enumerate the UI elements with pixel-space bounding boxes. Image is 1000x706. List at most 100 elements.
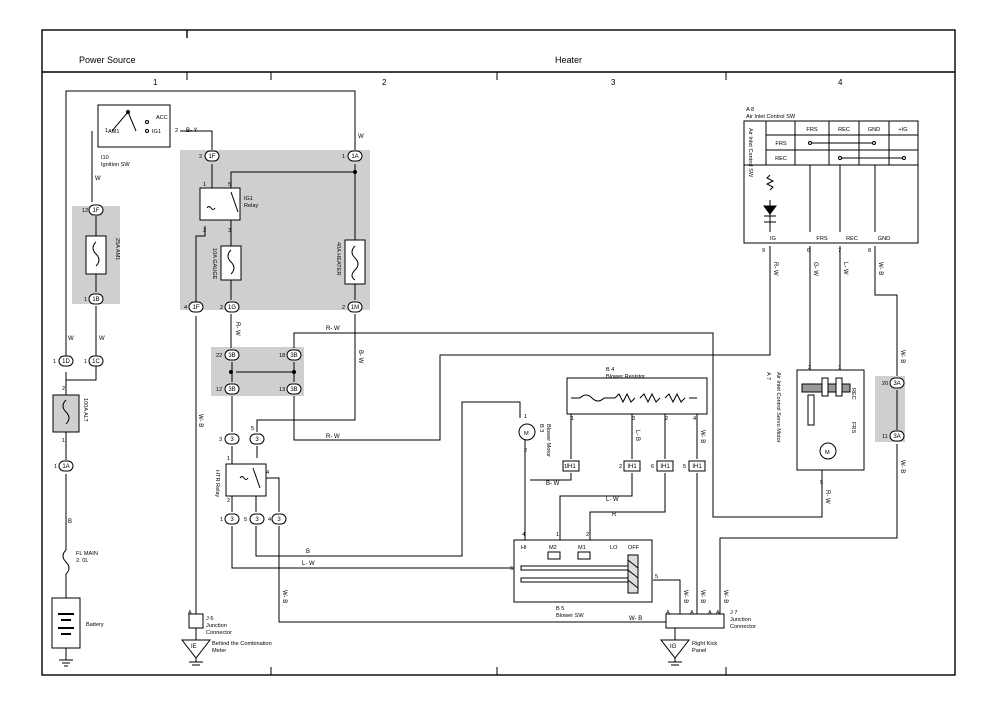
wire-label: W- B — [899, 350, 905, 363]
servo-name: Air Inlet Control Servo Motor — [775, 372, 781, 443]
wire-label: W- B — [629, 616, 642, 622]
blower-motor-m: M — [524, 431, 529, 437]
wire-label: R- W — [824, 490, 830, 504]
svg-text:A: A — [188, 610, 192, 616]
svg-text:20: 20 — [882, 381, 888, 387]
resistor-name: Blower Resistor — [606, 374, 645, 380]
ground-ie-code: IE — [191, 644, 197, 650]
svg-text:1: 1 — [84, 297, 87, 303]
wire-label: L- W — [606, 497, 619, 503]
switch-terminal: REC — [846, 236, 858, 242]
air-inlet-control-switch — [743, 120, 919, 244]
wire-label: G- W — [812, 262, 818, 276]
wire-color-labels: B- Y W W W W B R- W R- W R- W B- W W- B … — [68, 128, 905, 622]
htr-relay-label: HTR Relay — [214, 470, 220, 498]
connector-label: 1F — [92, 208, 99, 214]
fuse-elements — [62, 191, 359, 575]
air-inlet-table: FRS REC GND +IG FRS REC IG FRS REC GND — [770, 127, 908, 242]
svg-text:1: 1 — [203, 182, 206, 188]
connector-label: 1A — [62, 464, 69, 470]
air-inlet-code: A 8 — [746, 107, 754, 113]
battery-label: Battery — [86, 622, 104, 628]
ground-ig-name: Right Kick — [692, 641, 717, 647]
svg-text:1: 1 — [524, 414, 527, 420]
servo-motor-m: M — [825, 450, 830, 456]
svg-text:2: 2 — [199, 154, 202, 160]
svg-text:6: 6 — [807, 248, 810, 254]
header-heater: Heater — [555, 55, 582, 65]
svg-text:4: 4 — [266, 470, 269, 476]
blower-switch — [513, 539, 653, 603]
blower-resistor — [566, 377, 708, 415]
wire-label: B- W — [357, 350, 363, 364]
svg-text:22: 22 — [216, 353, 222, 359]
j6-name-2: Connector — [206, 630, 232, 636]
header-power-source: Power Source — [79, 55, 136, 65]
ignition-code: I10 — [101, 155, 109, 161]
j6-name: Junction — [206, 623, 227, 629]
wire-label: B- Y — [186, 128, 198, 134]
wire-label: L- W — [842, 262, 848, 275]
wire-label: L- W — [302, 561, 315, 567]
switch-terminal: IG — [770, 236, 776, 242]
table-row: FRS — [775, 141, 786, 147]
wire-label: B- W — [546, 481, 560, 487]
svg-text:3: 3 — [632, 416, 635, 422]
connector-label: IH1 — [692, 464, 702, 470]
svg-text:5: 5 — [820, 480, 823, 486]
ground-ie-name-2: Meter — [212, 648, 226, 654]
column-4: 4 — [838, 78, 843, 87]
blower-switch-code: B 5 — [556, 606, 564, 612]
table-col: GND — [868, 127, 880, 133]
svg-text:2: 2 — [62, 386, 65, 392]
svg-text:1: 1 — [62, 438, 65, 444]
connector-label: IH1 — [660, 464, 670, 470]
svg-text:2: 2 — [227, 498, 230, 504]
svg-text:18: 18 — [279, 353, 285, 359]
svg-text:6: 6 — [510, 566, 513, 572]
svg-text:4: 4 — [184, 305, 187, 311]
wire-label: B — [68, 519, 72, 525]
switch-terminal: FRS — [816, 236, 827, 242]
ground-ig-code: IG — [670, 644, 677, 650]
svg-text:9: 9 — [762, 248, 765, 254]
blower-switch-positions: HI M2 M1 LO OFF — [521, 545, 640, 551]
ig1-relay-label-2: Relay — [244, 203, 259, 209]
connector-label: 1F — [208, 154, 215, 160]
position-hi: HI — [521, 545, 527, 551]
svg-text:1: 1 — [564, 464, 567, 470]
svg-text:12: 12 — [82, 208, 88, 214]
servo-motor — [796, 369, 865, 471]
wire-label: W- B — [699, 590, 705, 603]
svg-text:1: 1 — [53, 359, 56, 365]
air-inlet-side-label: Air Inlet Control SW — [747, 128, 753, 178]
svg-text:12: 12 — [216, 387, 222, 393]
table-col: +IG — [898, 127, 907, 133]
svg-text:2: 2 — [586, 532, 589, 538]
svg-text:1: 1 — [838, 365, 841, 371]
connector-label: 3 — [230, 517, 234, 523]
position-lo: LO — [610, 545, 618, 551]
connector-label: 3B — [228, 387, 235, 393]
blower-switch-name: Blower SW — [556, 613, 584, 619]
wire-label: W- B — [899, 460, 905, 473]
svg-text:5: 5 — [251, 426, 254, 432]
wires — [65, 90, 898, 660]
connector-markers — [58, 150, 905, 525]
blower-motor-code: B 3 — [538, 424, 544, 432]
htr-relay — [225, 463, 267, 497]
wire-label: L- B — [634, 430, 640, 441]
svg-text:5: 5 — [228, 182, 231, 188]
svg-text:7: 7 — [838, 248, 841, 254]
connector-label: 1M — [351, 305, 359, 311]
table-col: FRS — [806, 127, 817, 133]
servo-frs-label: FRS — [850, 422, 856, 433]
connector-label: 3B — [290, 353, 297, 359]
servo-rec-label: REC — [850, 388, 856, 400]
svg-text:1: 1 — [556, 532, 559, 538]
svg-text:2: 2 — [203, 228, 206, 234]
wire-label: R- W — [772, 262, 778, 276]
connector-label: 3B — [228, 353, 235, 359]
svg-text:1: 1 — [105, 128, 108, 134]
j6-code: J 6 — [206, 616, 213, 622]
